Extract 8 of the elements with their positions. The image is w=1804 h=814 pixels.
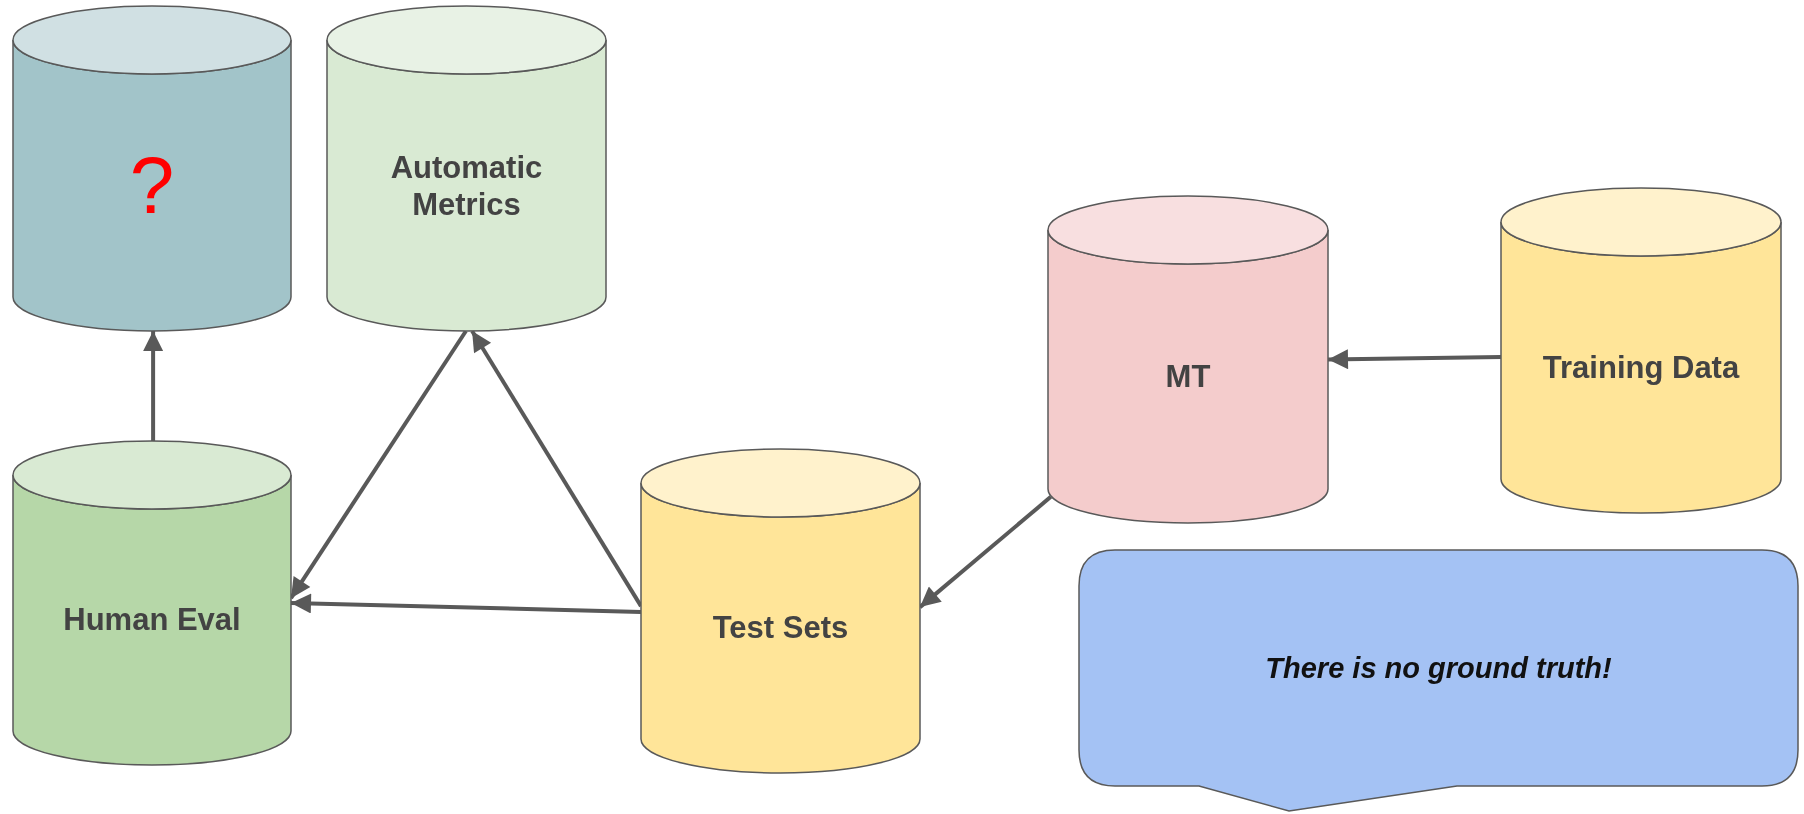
callout-text: There is no ground truth! bbox=[1264, 650, 1613, 686]
node-label: ? bbox=[128, 139, 176, 232]
node-label: Training Data bbox=[1541, 348, 1741, 387]
node-label: MT bbox=[1164, 357, 1212, 396]
node-label: Automatic Metrics bbox=[389, 148, 544, 223]
arrow bbox=[143, 331, 164, 441]
node-label: Test Sets bbox=[711, 609, 850, 647]
node-label: Human Eval bbox=[62, 601, 242, 639]
